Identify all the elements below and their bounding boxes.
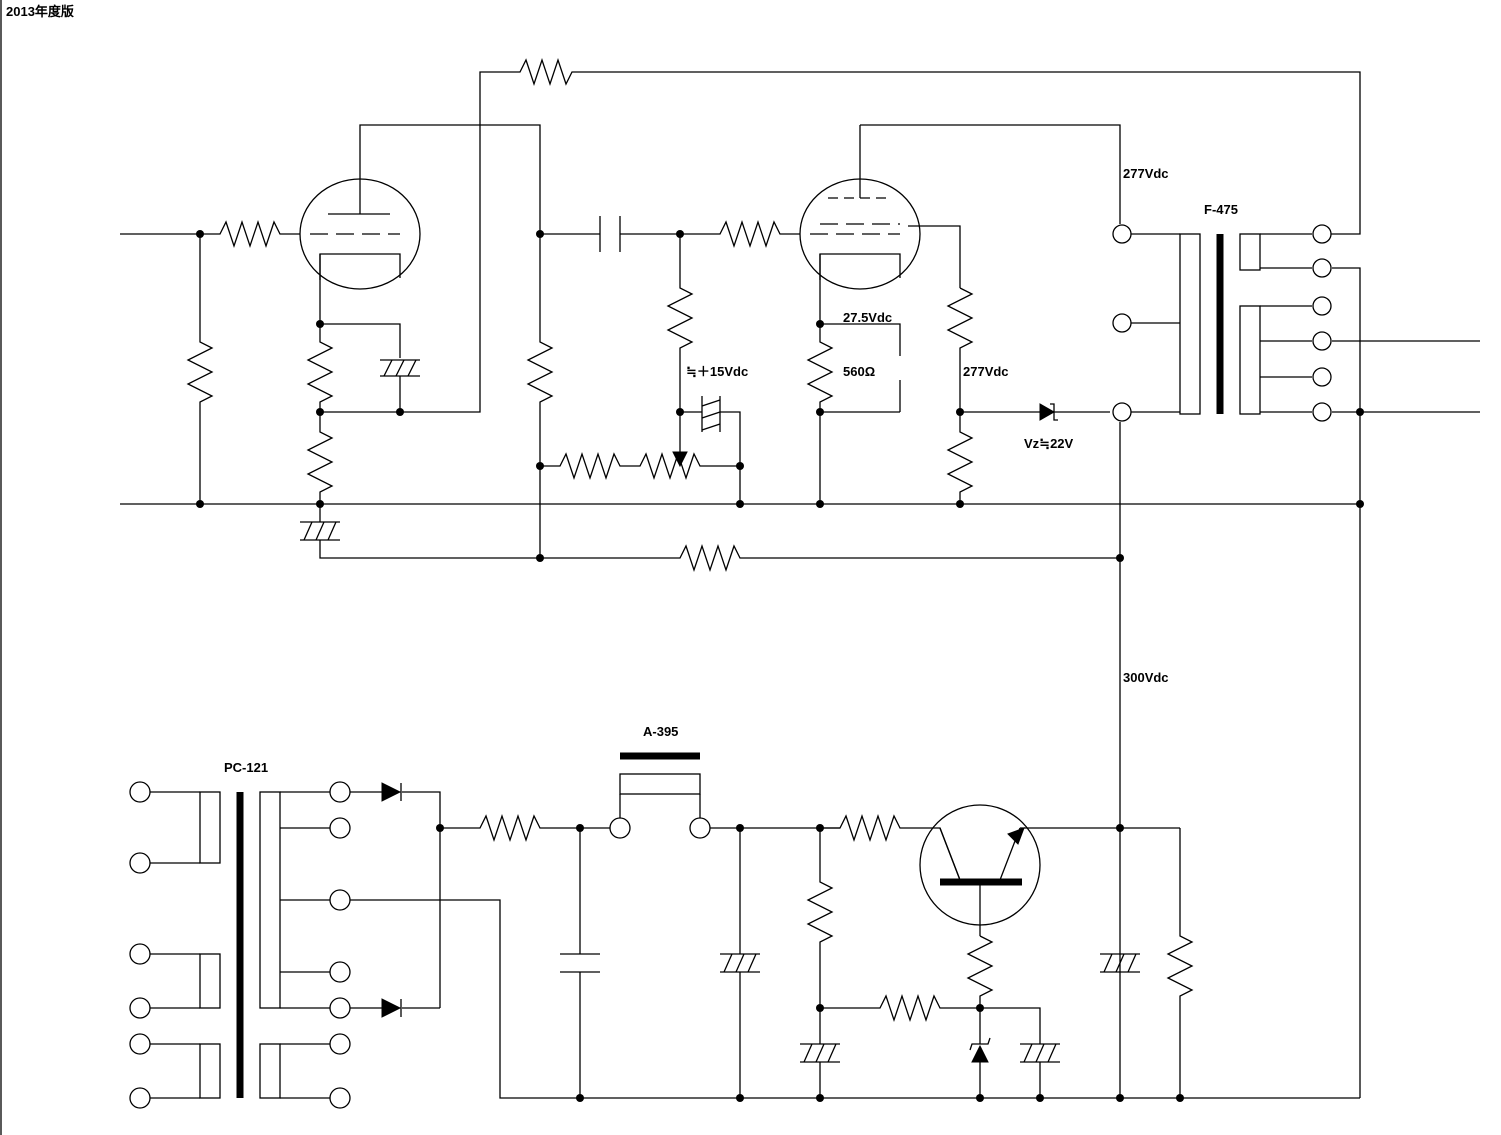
junction-dots-upper xyxy=(196,230,1364,562)
opt-terminal xyxy=(1312,296,1332,316)
pt-terminal xyxy=(129,997,151,1019)
reference-cap xyxy=(1020,1043,1060,1098)
pt-terminal xyxy=(329,961,351,983)
pt-terminal xyxy=(129,943,151,965)
pt-terminal xyxy=(329,889,351,911)
edition-label: 2013年度版 xyxy=(6,4,74,19)
pt-terminal xyxy=(329,1033,351,1055)
pt-terminal xyxy=(329,817,351,839)
choke-terminal xyxy=(609,817,631,839)
cathode-bypass-cap-1 xyxy=(380,359,420,412)
pt-terminal xyxy=(329,1087,351,1109)
opt-terminal xyxy=(1312,367,1332,387)
label-vz-22v: Vz≒22V xyxy=(1024,436,1074,451)
output-cap xyxy=(1100,953,1140,973)
rectifier-diode-bottom xyxy=(350,998,440,1018)
regulator-transistor xyxy=(919,804,1180,936)
opt-terminal xyxy=(1112,224,1132,244)
decoupling-cap-low xyxy=(300,504,1120,573)
output-transformer xyxy=(1131,233,1480,1098)
pt-terminal xyxy=(129,781,151,803)
label-15v: ≒＋15Vdc xyxy=(686,364,748,379)
opt-terminal xyxy=(1112,313,1132,333)
junction-dots-lower xyxy=(436,824,1184,1102)
label-power-transformer: PC-121 xyxy=(224,760,268,775)
pt-terminal xyxy=(129,852,151,874)
label-27-5v: 27.5Vdc xyxy=(843,310,892,325)
filter-cap-1 xyxy=(560,828,600,1098)
coupling-capacitor xyxy=(540,216,680,252)
opt-terminal xyxy=(1312,331,1332,351)
opt-terminal xyxy=(1312,402,1332,422)
pentode-tube-2 xyxy=(799,125,961,290)
triode-tube-1 xyxy=(299,178,421,290)
opt-terminal xyxy=(1112,402,1132,422)
bias-cap xyxy=(680,396,741,466)
pt-terminal xyxy=(129,1087,151,1109)
divider-cap xyxy=(800,1043,840,1098)
label-277v-plate: 277Vdc xyxy=(1123,166,1169,181)
pt-terminal xyxy=(329,997,351,1019)
amplifier-section: 277Vdc F-475 ≒＋15Vdc 27.5Vdc 560Ω 277Vdc… xyxy=(120,57,1480,1098)
label-277v-screen: 277Vdc xyxy=(963,364,1009,379)
pt-terminal xyxy=(329,781,351,803)
power-supply-section: PC-121 xyxy=(129,724,1360,1109)
pt-terminal xyxy=(129,1033,151,1055)
filter-cap-2 xyxy=(720,828,760,1098)
label-560-ohm: 560Ω xyxy=(843,364,875,379)
choke-terminal xyxy=(689,817,711,839)
opt-terminal xyxy=(1312,258,1332,278)
opt-terminal xyxy=(1312,224,1332,244)
choke-inductor xyxy=(619,752,701,818)
reference-zener xyxy=(969,1037,991,1098)
rectifier-diode-top xyxy=(350,782,441,1008)
label-300v: 300Vdc xyxy=(1123,670,1169,685)
label-output-transformer: F-475 xyxy=(1204,202,1238,217)
label-choke: A-395 xyxy=(643,724,678,739)
zener-diode-screen xyxy=(960,403,1110,421)
power-transformer xyxy=(150,791,330,1099)
